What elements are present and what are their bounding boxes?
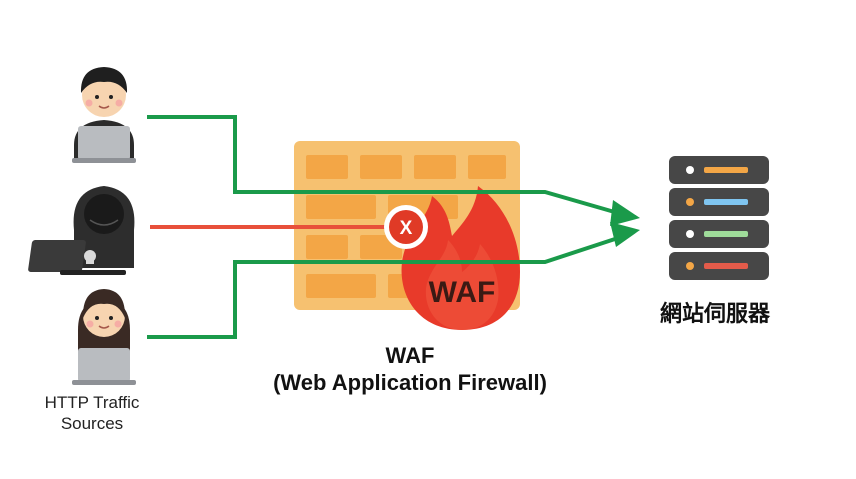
- allowed-traffic-line-bottom: [147, 236, 619, 339]
- server-caption: 網站伺服器: [659, 302, 770, 327]
- block-x-label: X: [400, 218, 413, 239]
- waf-caption-title: WAF: [385, 343, 435, 368]
- user-laptop-icon: [72, 289, 136, 385]
- user-laptop-icon: [72, 67, 136, 163]
- arrow-head-icon: [610, 222, 640, 247]
- block-x-icon: X: [384, 205, 428, 249]
- sources-caption-line2: Sources: [60, 414, 124, 433]
- allowed-traffic-line-top: [147, 115, 619, 215]
- arrow-head-icon: [610, 200, 640, 226]
- waf-caption: WAF (Web Application Firewall): [250, 342, 570, 396]
- sources-caption-line1: HTTP Traffic: [44, 393, 140, 412]
- waf-caption-subtitle: (Web Application Firewall): [273, 370, 547, 395]
- server-rack-icon: [669, 156, 769, 280]
- hacker-laptop-icon: [28, 186, 135, 275]
- waf-flame-label: WAF: [429, 276, 496, 309]
- sources-caption: HTTP Traffic Sources: [22, 392, 162, 434]
- fire-icon: WAF: [401, 186, 520, 330]
